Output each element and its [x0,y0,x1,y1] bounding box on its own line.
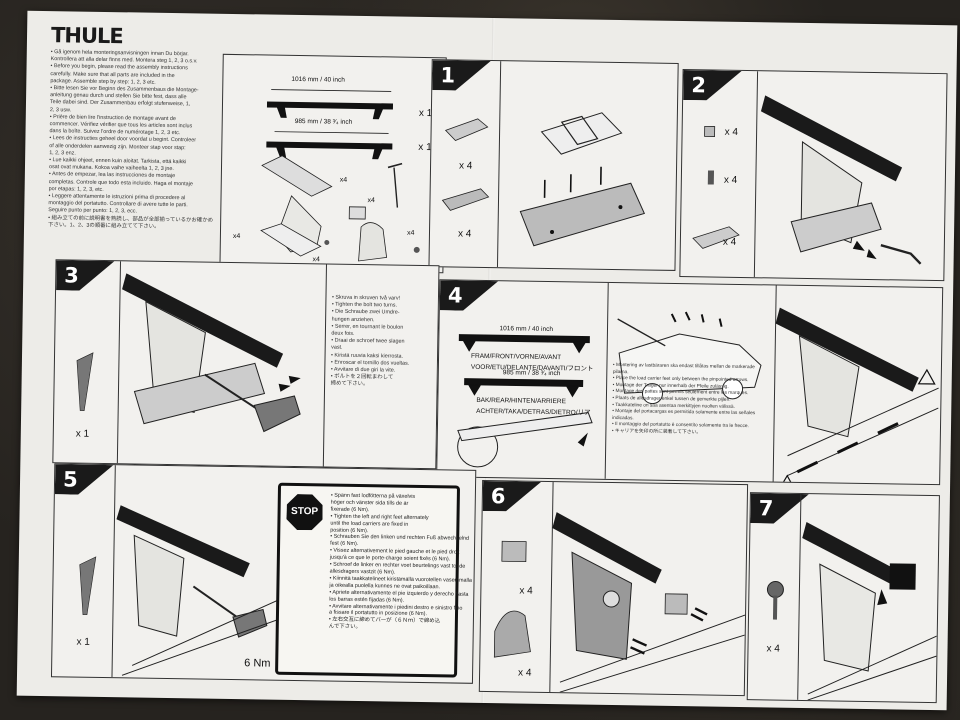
step-6-qty-b: x 4 [518,667,532,679]
step-4-front-label: FRAM/FRONT/VORNE/AVANT [471,352,562,362]
step-2-qty-c: x 4 [722,236,737,248]
s3-line: 締めて下さい。 [330,380,369,388]
stop-sign-icon: STOP [286,494,323,531]
step-3-qty: x 1 [75,428,90,440]
step-6-qty-a: x 4 [519,585,533,597]
step-1-drawing [441,61,646,268]
instruction-sheet: THULE • Gå igenom hela monteringsanvisni… [16,10,958,711]
thule-logo: THULE [50,23,123,49]
step-1-qty-a: x 4 [458,160,473,172]
step-4-bar-long-dim: 1016 mm / 40 inch [499,325,554,334]
bars-drawing [260,89,420,262]
stop-warning-box: STOP • Spänn fast lodfötterna på växelvi… [275,482,472,678]
stop-instructions: • Spänn fast lodfötterna på växelvis hög… [329,493,474,633]
step-4-rear-label: BAK/REAR/HINTEN/ARRIERE [476,396,566,406]
step-3-panel: 3 x 1 • Skruva in skruven två varv!• Tig… [52,259,440,470]
step-7-qty: x 4 [766,643,780,655]
qty-part-a: x4 [339,176,348,184]
step-2-qty-b: x 4 [723,174,738,186]
step-4-drawing [457,282,939,486]
step-1-panel: 1 x 4 x 4 [428,59,679,271]
qty-part-c: x4 [232,232,241,241]
step-2-drawing [692,71,922,278]
step-7-panel: 7 x 4 [746,492,940,704]
step-3-drawing [76,261,327,467]
step-5-qty: x 1 [76,636,90,648]
qty-part-b: x4 [367,197,375,205]
step-4-rear-label-2: ACHTER/TAKA/DETRAS/DIETRO/リア [476,407,591,417]
step-3-instructions: • Skruva in skruven två varv!• Tighten t… [331,295,411,390]
step-6-drawing [493,482,746,693]
step-4-bar-short-dim: 985 mm / 38 ³⁄₄ inch [502,369,561,378]
step-2-qty-a: x 4 [724,126,739,138]
step-2-panel: 2 x 4 x 4 x 4 [679,69,948,282]
overview-panel: 1016 mm / 40 inch 985 mm / 38 ³⁄₄ inch x… [219,53,447,274]
step-4-instructions: • Montering av lastbäraren ska endast ti… [612,363,756,438]
step-5-drawing [79,465,284,678]
step-7-drawing [766,493,937,701]
intro-instructions: • Gå igenom hela monteringsanvisningen i… [48,49,216,232]
step-5-torque: 6 Nm [244,657,271,670]
step-4-panel: 4 1016 mm / 40 inch FRAM/FRONT/VORNE/AVA… [436,279,944,486]
step-6-panel: 6 x 4 x 4 [478,479,749,697]
step-5-panel: 5 x 1 6 Nm [50,463,477,684]
stop-line: んで下さい。 [328,623,361,631]
qty-part-d: x4 [406,229,415,237]
step-1-qty-b: x 4 [457,228,472,240]
